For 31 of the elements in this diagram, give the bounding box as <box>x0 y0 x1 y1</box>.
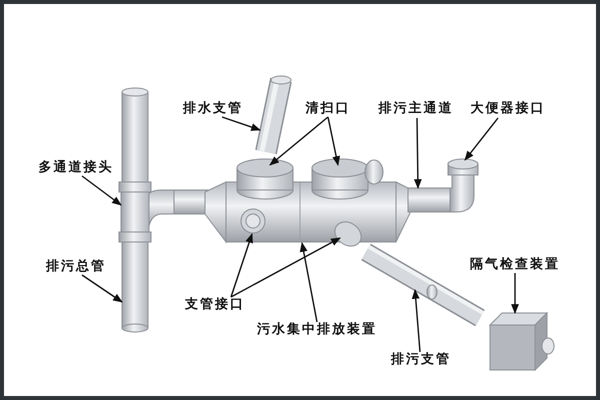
part-label: 清扫口 <box>306 101 350 117</box>
part-label: 隔气检查装置 <box>470 257 560 273</box>
part-label: 排污主通道 <box>378 101 454 117</box>
part-label: 大便器接口 <box>470 101 546 117</box>
pipe <box>408 188 450 212</box>
pipe-port <box>240 208 266 234</box>
leader-line <box>412 289 421 352</box>
leader-line <box>464 118 499 161</box>
leader-line <box>269 116 328 166</box>
leader-line <box>82 175 122 206</box>
pipe-collar <box>334 221 362 247</box>
part-label: 排污支管 <box>391 352 451 368</box>
cleanout-cap <box>236 158 294 200</box>
leader-line <box>230 237 341 298</box>
leader-line <box>414 118 422 189</box>
leader-line <box>82 274 123 303</box>
part-label: 多通道接头 <box>38 160 114 176</box>
tee-fitting <box>118 182 176 242</box>
cleanout-cap <box>312 158 368 200</box>
inspection-box <box>488 312 554 372</box>
pipe-elbow <box>448 158 478 212</box>
pipe <box>255 76 292 154</box>
leader-line <box>300 242 318 322</box>
leader-line <box>230 233 253 298</box>
leader-line <box>511 273 519 314</box>
leader-line <box>327 116 340 166</box>
part-label: 污水集中排放装置 <box>257 322 377 338</box>
part-label: 排水支管 <box>183 101 243 117</box>
part-label: 排污总管 <box>46 259 106 275</box>
leader-line <box>222 116 261 131</box>
part-label: 支管接口 <box>185 297 245 313</box>
